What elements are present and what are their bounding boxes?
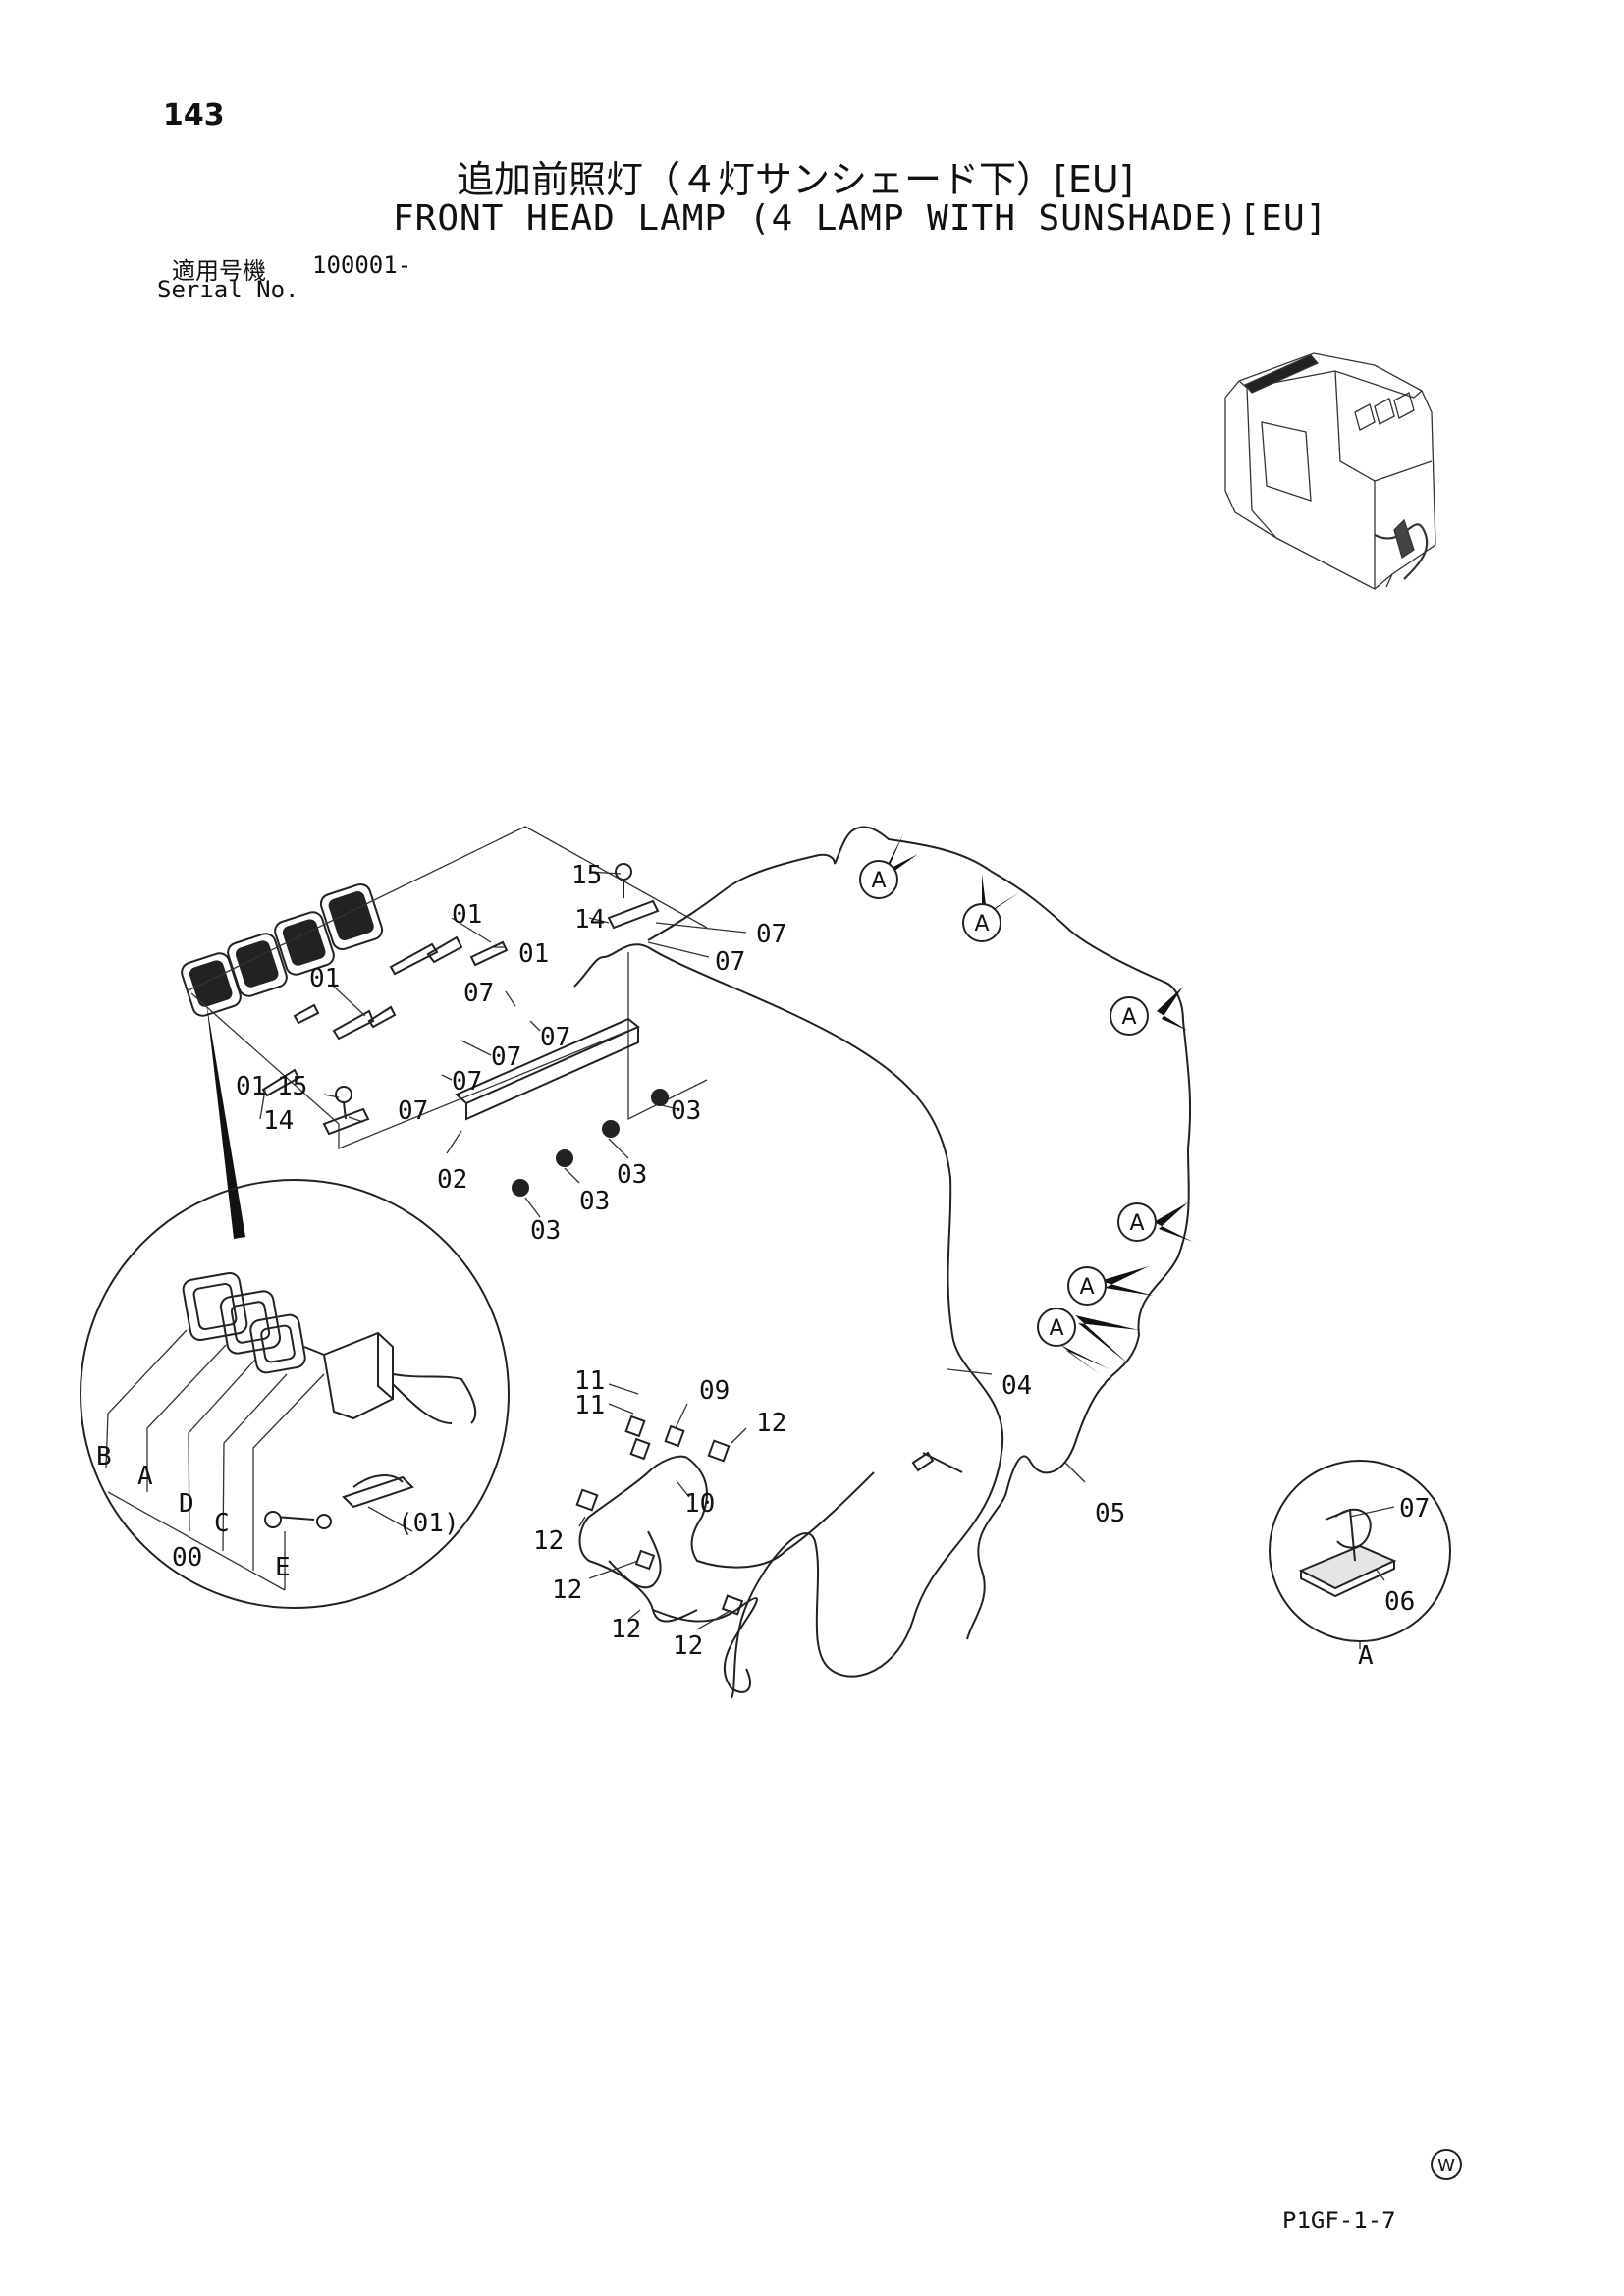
part-label-12: 12 bbox=[756, 1409, 786, 1438]
detail-label-d: D bbox=[179, 1489, 194, 1519]
callout-label: A bbox=[1049, 1316, 1063, 1341]
part-label-07: 07 bbox=[1399, 1494, 1430, 1523]
detail-label-b: B bbox=[96, 1442, 112, 1471]
part-label-04: 04 bbox=[1001, 1371, 1032, 1401]
part-label-01: 01 bbox=[309, 964, 340, 993]
part-label-01: 01 bbox=[236, 1072, 266, 1101]
callout-label: A bbox=[1079, 1275, 1094, 1300]
part-number-labels: 15 14 07 07 01 01 01 01 07 07 07 07 07 1… bbox=[236, 861, 1125, 1661]
part-label-12: 12 bbox=[611, 1615, 641, 1644]
wire-harness bbox=[573, 826, 1192, 1699]
part-label-12: 12 bbox=[552, 1575, 582, 1605]
part-label-12: 12 bbox=[533, 1526, 564, 1556]
part-label-14: 14 bbox=[574, 905, 605, 934]
page-title-english: FRONT HEAD LAMP (4 LAMP WITH SUNSHADE)[E… bbox=[393, 198, 1328, 239]
callout-label: A bbox=[1121, 1005, 1136, 1030]
part-label-10: 10 bbox=[684, 1489, 715, 1519]
callout-label: A bbox=[1129, 1211, 1144, 1236]
cab-location-thumbnail bbox=[1224, 352, 1436, 590]
sub-assembly-outline bbox=[186, 826, 708, 1149]
part-label-06: 06 bbox=[1384, 1587, 1415, 1617]
detail-a-view: 07 06 A bbox=[1269, 1460, 1451, 1671]
part-label-15: 15 bbox=[277, 1072, 307, 1101]
part-label-05: 05 bbox=[1095, 1499, 1125, 1528]
part-label-07: 07 bbox=[540, 1023, 570, 1052]
part-label-01: 01 bbox=[518, 939, 549, 969]
detail-label-c: C bbox=[214, 1509, 230, 1538]
part-label-03: 03 bbox=[530, 1216, 561, 1246]
part-label-14: 14 bbox=[263, 1106, 294, 1136]
sheet-code: P1GF-1-7 bbox=[1282, 2207, 1396, 2234]
detail-label-01-ref: (01) bbox=[398, 1509, 460, 1538]
part-label-11: 11 bbox=[574, 1366, 605, 1396]
watermark-symbol: W bbox=[1431, 2149, 1462, 2180]
part-label-03: 03 bbox=[671, 1096, 701, 1126]
lamp-detail-view: B A D C 00 E (01) bbox=[80, 1179, 510, 1609]
callout-markers: A A A A A A bbox=[859, 860, 1157, 1347]
lamp-set bbox=[181, 882, 384, 1017]
part-label-07: 07 bbox=[398, 1096, 428, 1126]
detail-a-label: A bbox=[1358, 1641, 1374, 1671]
serial-label-english: Serial No. bbox=[157, 276, 299, 303]
watermark-letter: W bbox=[1437, 2156, 1455, 2176]
part-label-11: 11 bbox=[574, 1391, 605, 1420]
page-number: 143 bbox=[163, 98, 225, 133]
detail-label-e: E bbox=[275, 1553, 291, 1582]
part-label-02: 02 bbox=[437, 1165, 467, 1195]
leader-lines bbox=[259, 871, 1395, 1630]
part-label-07: 07 bbox=[756, 920, 786, 949]
serial-number: 100001- bbox=[312, 251, 412, 279]
serial-label-japanese: 適用号機 bbox=[172, 257, 266, 285]
connector-harness bbox=[575, 1415, 875, 1693]
page-title-japanese: 追加前照灯（４灯サンシェード下）[EU] bbox=[457, 158, 1134, 201]
detail-label-a: A bbox=[137, 1462, 153, 1491]
part-label-12: 12 bbox=[673, 1631, 703, 1661]
part-label-09: 09 bbox=[699, 1376, 730, 1406]
part-label-07: 07 bbox=[452, 1067, 482, 1096]
detail-label-00: 00 bbox=[172, 1543, 202, 1573]
bolts bbox=[322, 863, 669, 1197]
part-label-07: 07 bbox=[715, 947, 745, 977]
callout-label: A bbox=[871, 869, 886, 893]
mounting-plate bbox=[455, 1017, 640, 1121]
part-label-07: 07 bbox=[491, 1042, 521, 1072]
part-label-01: 01 bbox=[452, 900, 482, 930]
part-label-07: 07 bbox=[463, 979, 494, 1008]
part-label-03: 03 bbox=[579, 1187, 610, 1216]
part-label-15: 15 bbox=[571, 861, 602, 890]
callout-label: A bbox=[974, 912, 989, 936]
part-label-03: 03 bbox=[617, 1160, 647, 1190]
